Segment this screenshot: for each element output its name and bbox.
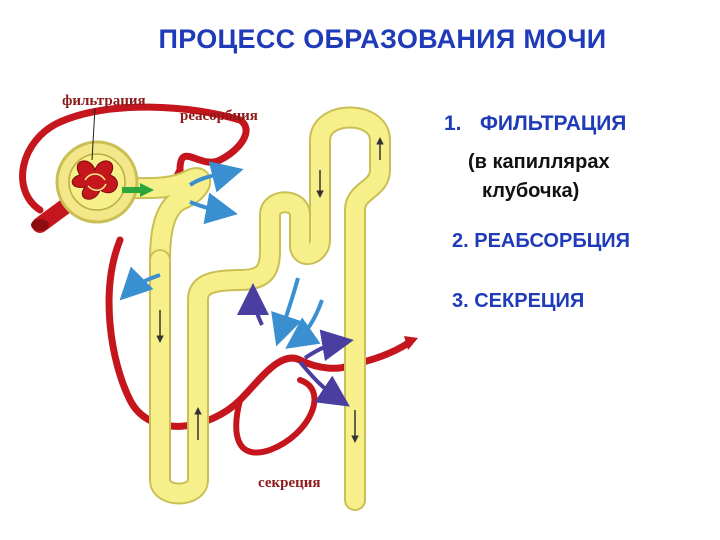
step1-number: 1. (444, 112, 462, 135)
page-title: ПРОЦЕСС ОБРАЗОВАНИЯ МОЧИ (158, 24, 607, 54)
label-filtration: фильтрация (62, 93, 146, 109)
step-secretion: 3. СЕКРЕЦИЯ (452, 290, 585, 312)
step1-note: (в капиллярах клубочка) (468, 148, 610, 206)
step1-note-line2: клубочка) (482, 180, 580, 202)
step1-title: ФИЛЬТРАЦИЯ (480, 112, 627, 135)
label-secretion: секреция (258, 475, 321, 491)
step1-note-line1: (в капиллярах (468, 151, 610, 173)
nephron-diagram: фильтрация реасорбция секреция (19, 93, 418, 511)
glomerulus (55, 140, 139, 224)
step-reabsorption: 2. РЕАБСОРБЦИЯ (452, 230, 631, 252)
reabsorption-arrows (119, 161, 324, 349)
secretion-arrows (237, 283, 354, 407)
nephron-tubule (109, 106, 391, 511)
step-filtration: 1. ФИЛЬТРАЦИЯ (444, 112, 626, 136)
label-reabsorption: реасорбция (180, 108, 258, 124)
